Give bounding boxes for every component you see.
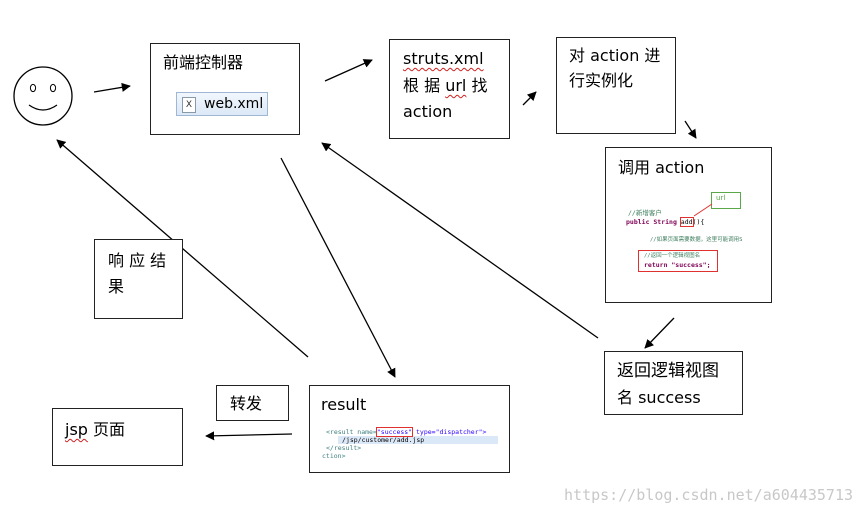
jsp-page-label-jsp: jsp [65,420,88,439]
code-sig-method-name: add [681,218,693,226]
jsp-page-label: jsp 页面 [65,417,125,443]
result-box: result <result name="success" type="disp… [309,385,510,473]
struts-xml-box: struts.xml 根 据 url 找 action [389,39,510,139]
struts-xml-line2-c: 找 [466,76,487,95]
struts-xml-line2-a: 根 据 [403,76,445,95]
code-sig-parens: (){ [693,218,705,226]
code-method-signature: public String add(){ [626,218,704,227]
struts-xml-line1: struts.xml [403,46,484,72]
arrow-invoke-to-return-view [645,318,674,348]
watermark: https://blog.csdn.net/a604435713 [564,486,853,504]
instantiate-line2: 行实例化 [569,68,633,94]
jsp-page-box: jsp 页面 [52,408,183,466]
response-result-box: 响 应 结 果 [94,239,183,319]
forward-label: 转发 [230,391,262,417]
xml-file-icon: X [182,97,196,113]
result-code-type: type="dispatcher"> [412,428,486,436]
instantiate-box: 对 action 进 行实例化 [556,37,676,134]
web-xml-label: web.xml [204,95,263,113]
struts-xml-line2-url: url [445,76,466,95]
user-smiley-icon [12,65,74,127]
result-code-tag: <result name= [326,428,377,436]
struts-xml-line3: action [403,99,452,125]
code-return-statement: return "success"; [644,261,711,270]
code-comment-add: //新增客户 [628,209,662,218]
arrow-struts-to-instantiate [523,92,536,105]
invoke-action-box: 调用 action url //新增客户 public String add()… [605,147,772,303]
arrow-controller-to-struts [325,60,372,81]
arrow-instantiate-to-invoke [685,121,696,138]
code-sig-modifier: public String [626,218,681,226]
response-result-line1: 响 应 结 [108,248,166,274]
struts-xml-line2: 根 据 url 找 [403,73,487,99]
return-view-line2: 名 success [617,385,701,411]
jsp-page-label-page: 页面 [88,420,125,439]
arrow-result-to-jsp [206,434,292,436]
result-title: result [321,392,366,418]
response-result-line2: 果 [108,274,124,300]
arrow-controller-to-result [281,158,395,377]
result-code-name-value: "success" [377,428,412,436]
return-view-line1: 返回逻辑视图 [617,358,719,384]
code-note-return: //返回一个逻辑视图名 [644,252,700,261]
code-note-service: //如果页面需要数据，这里可能调用S [650,236,742,245]
arrow-user-to-controller [94,86,130,92]
arrow-return-view-to-struts [322,143,598,338]
front-controller-title: 前端控制器 [163,50,243,76]
code-return-text: return "success"; [644,261,711,269]
web-xml-chip: X web.xml [176,92,268,116]
front-controller-box: 前端控制器 X web.xml [150,43,300,135]
instantiate-line1: 对 action 进 [569,43,660,69]
forward-label-box: 转发 [216,385,289,421]
return-view-box: 返回逻辑视图 名 success [604,351,743,415]
result-code-line4: ction> [322,452,345,461]
